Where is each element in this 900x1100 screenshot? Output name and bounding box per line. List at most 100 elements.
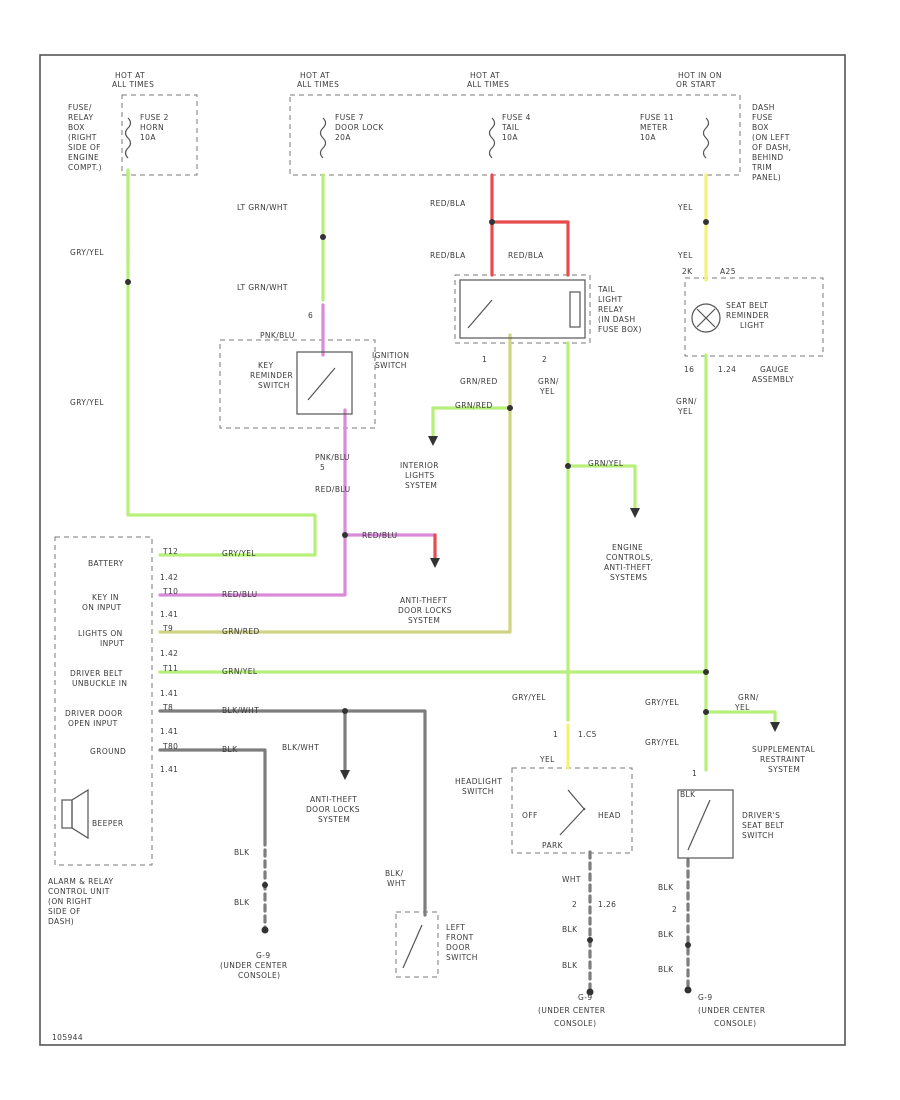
cu-driver-belt-label: DRIVER BELT UNBUCKLE IN bbox=[70, 669, 127, 688]
svg-text:FUSE 11: FUSE 11 bbox=[640, 113, 674, 122]
svg-text:LIGHT: LIGHT bbox=[598, 295, 622, 304]
wire-label-blk-8: BLK bbox=[658, 965, 674, 974]
svg-text:T8: T8 bbox=[162, 703, 173, 712]
ground-g9-label-3: G-9 (UNDER CENTER CONSOLE) bbox=[698, 993, 765, 1028]
wire-gry-yel-battery bbox=[126, 168, 317, 557]
wire-label-red-blu-2: RED/BLU bbox=[362, 531, 398, 540]
wire-red-bla-relay bbox=[490, 220, 570, 277]
headlight-switch-label: HEADLIGHT SWITCH bbox=[455, 777, 502, 796]
beeper-cone-icon bbox=[71, 788, 89, 840]
svg-text:T11: T11 bbox=[162, 664, 178, 673]
ground-point-2-icon bbox=[586, 988, 594, 996]
svg-text:HOT AT: HOT AT bbox=[470, 71, 500, 80]
tail-relay-coil-icon bbox=[569, 291, 581, 328]
wire-label-grn-yel-5: GRN/ YEL bbox=[734, 693, 758, 712]
svg-text:RELAY: RELAY bbox=[68, 113, 93, 122]
svg-text:DASH: DASH bbox=[752, 103, 775, 112]
svg-text:HOT AT: HOT AT bbox=[300, 71, 330, 80]
ground-arrow-anti-theft-1-icon bbox=[430, 558, 440, 568]
svg-text:T80: T80 bbox=[162, 742, 178, 751]
wire-red-blu-key-in bbox=[158, 408, 347, 597]
svg-text:TAIL: TAIL bbox=[597, 285, 616, 294]
svg-text:GRN/: GRN/ bbox=[538, 377, 559, 386]
svg-text:YEL: YEL bbox=[677, 407, 693, 416]
svg-text:TRIM: TRIM bbox=[751, 163, 772, 172]
svg-text:SYSTEM: SYSTEM bbox=[768, 765, 800, 774]
pin-label-1-hl: 1 bbox=[553, 730, 558, 739]
left-door-switch-label: LEFT FRONT DOOR SWITCH bbox=[446, 923, 477, 962]
dash-fuse-box-outline bbox=[289, 94, 741, 176]
svg-text:LIGHT: LIGHT bbox=[740, 321, 764, 330]
pin-label-2-seat: 2 bbox=[672, 905, 677, 914]
svg-text:DOOR: DOOR bbox=[446, 943, 470, 952]
svg-text:IGNITION: IGNITION bbox=[372, 351, 409, 360]
svg-text:SYSTEM: SYSTEM bbox=[408, 616, 440, 625]
bulb-filament-b bbox=[696, 308, 716, 328]
svg-text:(ON RIGHT: (ON RIGHT bbox=[48, 897, 92, 906]
svg-text:OPEN INPUT: OPEN INPUT bbox=[68, 719, 118, 728]
ignition-switch-label: IGNITION SWITCH bbox=[372, 351, 409, 370]
dash-fuse-box-label: DASH FUSE BOX (ON LEFT OF DASH, BEHIND T… bbox=[751, 103, 791, 182]
svg-text:HORN: HORN bbox=[140, 123, 164, 132]
engine-controls-label: ENGINE CONTROLS, ANTI-THEFT SYSTEMS bbox=[604, 543, 653, 582]
svg-text:DRIVER DOOR: DRIVER DOOR bbox=[65, 709, 123, 718]
wire-grn-red-interior bbox=[431, 406, 512, 440]
svg-text:DOOR LOCKS: DOOR LOCKS bbox=[398, 606, 452, 615]
fuse-11-icon bbox=[702, 117, 710, 159]
pin-label-pnk-blu-1: PNK/BLU bbox=[260, 331, 295, 340]
key-reminder-switch-body bbox=[296, 351, 353, 415]
footer-code: 105944 bbox=[52, 1033, 83, 1042]
svg-text:SIDE OF: SIDE OF bbox=[48, 907, 81, 916]
svg-text:OR START: OR START bbox=[676, 80, 716, 89]
headlight-park-label: PARK bbox=[542, 841, 564, 850]
svg-text:SIDE OF: SIDE OF bbox=[68, 143, 101, 152]
svg-text:LEFT: LEFT bbox=[446, 923, 465, 932]
wire-grn-yel-engine bbox=[566, 464, 637, 512]
wire-label-gry-yel-5: GRY/YEL bbox=[512, 693, 546, 702]
svg-text:1.41: 1.41 bbox=[160, 610, 178, 619]
pin-label-2-hl: 2 bbox=[572, 900, 577, 909]
svg-text:1.41: 1.41 bbox=[160, 689, 178, 698]
svg-text:GRN/: GRN/ bbox=[676, 397, 697, 406]
wire-label-red-bla-3: RED/BLA bbox=[508, 251, 544, 260]
ground-arrow-interior-icon bbox=[428, 436, 438, 446]
fuse-2-icon bbox=[124, 117, 132, 159]
svg-text:COMPT.): COMPT.) bbox=[68, 163, 102, 172]
svg-text:DRIVER BELT: DRIVER BELT bbox=[70, 669, 123, 678]
svg-text:METER: METER bbox=[640, 123, 668, 132]
svg-text:1.41: 1.41 bbox=[160, 727, 178, 736]
svg-text:SYSTEM: SYSTEM bbox=[318, 815, 350, 824]
svg-text:T10: T10 bbox=[162, 587, 178, 596]
pin-label-1-seat: 1 bbox=[692, 769, 697, 778]
wire-label-grn-yel: GRN/ YEL bbox=[538, 377, 559, 396]
pin-label-1c5: 1.C5 bbox=[578, 730, 597, 739]
svg-text:10A: 10A bbox=[502, 133, 518, 142]
svg-text:(UNDER CENTER: (UNDER CENTER bbox=[698, 1006, 765, 1015]
svg-text:PANEL): PANEL) bbox=[752, 173, 781, 182]
wire-label-gry-yel-6: GRY/YEL bbox=[645, 698, 679, 707]
wire-label-blk-3: BLK bbox=[562, 925, 578, 934]
fuse-relay-box-outline bbox=[121, 94, 198, 176]
svg-text:FUSE 7: FUSE 7 bbox=[335, 113, 364, 122]
wire-label-cu-blk-wht: BLK/WHT bbox=[222, 706, 259, 715]
pin-label-5: 5 bbox=[320, 463, 325, 472]
svg-text:(ON LEFT: (ON LEFT bbox=[752, 133, 790, 142]
wire-label-blk-7: BLK bbox=[658, 930, 674, 939]
svg-text:T12: T12 bbox=[162, 547, 178, 556]
diagram-frame bbox=[39, 54, 846, 1046]
ground-g9-label-2: G-9 (UNDER CENTER CONSOLE) bbox=[538, 993, 605, 1028]
svg-text:1.41: 1.41 bbox=[160, 765, 178, 774]
svg-text:G-9: G-9 bbox=[256, 951, 271, 960]
gauge-assembly-label: GAUGE ASSEMBLY bbox=[752, 365, 794, 384]
svg-text:10A: 10A bbox=[640, 133, 656, 142]
svg-text:REMINDER: REMINDER bbox=[726, 311, 769, 320]
svg-text:RELAY: RELAY bbox=[598, 305, 623, 314]
svg-text:RESTRAINT: RESTRAINT bbox=[760, 755, 805, 764]
wire-label-cu-gry-yel: GRY/YEL bbox=[222, 549, 256, 558]
door-switch-contact-icon bbox=[402, 924, 423, 969]
svg-text:(UNDER CENTER: (UNDER CENTER bbox=[220, 961, 287, 970]
wire-label-wht: WHT bbox=[562, 875, 581, 884]
svg-text:(RIGHT: (RIGHT bbox=[68, 133, 97, 142]
svg-text:YEL: YEL bbox=[734, 703, 750, 712]
